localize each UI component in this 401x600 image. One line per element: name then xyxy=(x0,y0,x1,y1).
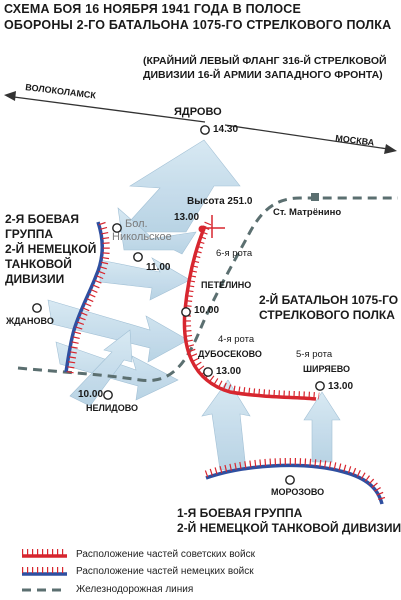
second-german-group-line-2: ГРУППА xyxy=(5,227,54,241)
company-6-label: 6-я рота xyxy=(216,248,253,259)
attack-arrows xyxy=(47,139,341,471)
morozovo-circle-icon xyxy=(285,475,295,485)
height-251-label: Высота 251.0 xyxy=(187,196,253,207)
volokolamsk-arrowhead-icon xyxy=(4,91,16,101)
yadrovo-circle-icon xyxy=(200,125,210,135)
dubosekovo-circle-icon xyxy=(203,367,213,377)
dubosekovo-label: ДУБОСЕКОВО xyxy=(198,349,262,359)
height-251-time: 13.00 xyxy=(174,212,200,223)
shiryaevo-circle-icon xyxy=(315,381,325,391)
zhdanovo-label: ЖДАНОВО xyxy=(6,316,54,326)
attack-arrow-nelidovo xyxy=(69,329,133,407)
yadrovo-label: ЯДРОВО xyxy=(174,106,222,118)
moscow-arrow-line xyxy=(224,124,389,150)
map-subtitle-line-1: (КРАЙНИЙ ЛЕВЫЙ ФЛАНГ 316-Й СТРЕЛКОВОЙ xyxy=(143,55,387,67)
nelidovo-circle-icon xyxy=(103,390,113,400)
railway-segment xyxy=(17,196,398,383)
legend-swatches xyxy=(22,549,67,592)
nikolskoe-label-line-1: Бол. xyxy=(125,218,148,230)
soviet-battalion-label: 2-Й БАТАЛЬОН 1075-ГО СТРЕЛКОВОГО ПОЛКА xyxy=(259,293,398,323)
legend-soviet: Расположение частей советских войск xyxy=(76,549,255,560)
attack-arrow-to-yadrovo xyxy=(119,139,241,233)
station-marker-icon xyxy=(311,193,319,201)
shiryaevo-time: 13.00 xyxy=(328,381,354,392)
road-direction-arrows xyxy=(4,91,397,154)
soviet-defence-line xyxy=(182,221,320,401)
nikolskoe-label-line-2: Никольское xyxy=(112,231,172,243)
second-german-group-label: 2-Я БОЕВАЯ ГРУППА 2-Й НЕМЕЦКОЙ ТАНКОВОЙ … xyxy=(5,212,96,287)
shiryaevo-label: ШИРЯЕВО xyxy=(303,364,351,374)
nikolskoe-circle-icon xyxy=(112,223,122,233)
second-german-group-line-4: ТАНКОВОЙ xyxy=(5,257,72,271)
second-german-group-line-3: 2-Й НЕМЕЦКОЙ xyxy=(5,242,97,256)
company-5-label: 5-я рота xyxy=(296,349,333,360)
dubosekovo-time: 13.00 xyxy=(216,366,242,377)
soviet-battalion-line-1: 2-Й БАТАЛЬОН 1075-ГО xyxy=(259,293,399,307)
second-german-group-line-1: 2-Я БОЕВАЯ xyxy=(5,212,79,226)
nelidovo-time: 10.00 xyxy=(78,389,104,400)
petelino-label: ПЕТЕЛИНО xyxy=(201,280,252,290)
attack-arrow-from-zhdanovo xyxy=(47,299,189,363)
soviet-battalion-line-2: СТРЕЛКОВОГО ПОЛКА xyxy=(259,308,395,322)
attack-11-circle-icon xyxy=(133,252,143,262)
german-line-west xyxy=(64,221,110,374)
map-title-line-2: ОБОРОНЫ 2-ГО БАТАЛЬОНА 1075-ГО СТРЕЛКОВО… xyxy=(4,18,392,32)
legend-railway: Железнодорожная линия xyxy=(76,584,194,595)
german-line-south xyxy=(204,458,386,505)
nelidovo-label: НЕЛИДОВО xyxy=(86,403,138,413)
first-german-group-line-2: 2-Й НЕМЕЦКОЙ ТАНКОВОЙ ДИВИЗИИ xyxy=(177,521,401,535)
yadrovo-time: 14.30 xyxy=(213,124,239,135)
petelino-circle-icon xyxy=(181,307,191,317)
attack-arrow-dubosekovo xyxy=(201,379,251,471)
attack-arrow-center-west xyxy=(117,207,197,255)
morozovo-label: МОРОЗОВО xyxy=(271,487,325,497)
settlement-markers xyxy=(32,125,325,485)
moscow-arrowhead-icon xyxy=(384,144,397,154)
petelino-time: 10.00 xyxy=(194,305,220,316)
company-4-label: 4-я рота xyxy=(218,334,255,345)
map-subtitle-line-2: ДИВИЗИИ 16-Й АРМИИ ЗАПАДНОГО ФРОНТА) xyxy=(143,69,383,81)
attack-arrow-shiryaevo xyxy=(303,391,341,463)
attack-arrow-11-00 xyxy=(99,257,191,301)
volokolamsk-arrow-line xyxy=(13,96,206,123)
height-251-marker-icon xyxy=(198,215,225,238)
legend-german: Расположение частей немецких войск xyxy=(76,566,254,577)
station-label: Ст. Матрёнино xyxy=(273,207,342,218)
railway-line xyxy=(17,196,398,383)
first-german-group-label: 1-Я БОЕВАЯ ГРУППА 2-Й НЕМЕЦКОЙ ТАНКОВОЙ … xyxy=(177,506,401,536)
first-german-group-line-1: 1-Я БОЕВАЯ ГРУППА xyxy=(177,506,303,520)
map-title-line-1: СХЕМА БОЯ 16 НОЯБРЯ 1941 ГОДА В ПОЛОСЕ xyxy=(4,2,302,16)
attack-time-11: 11.00 xyxy=(146,262,171,273)
zhdanovo-circle-icon xyxy=(32,303,42,313)
second-german-group-line-5: ДИВИЗИИ xyxy=(5,272,65,286)
